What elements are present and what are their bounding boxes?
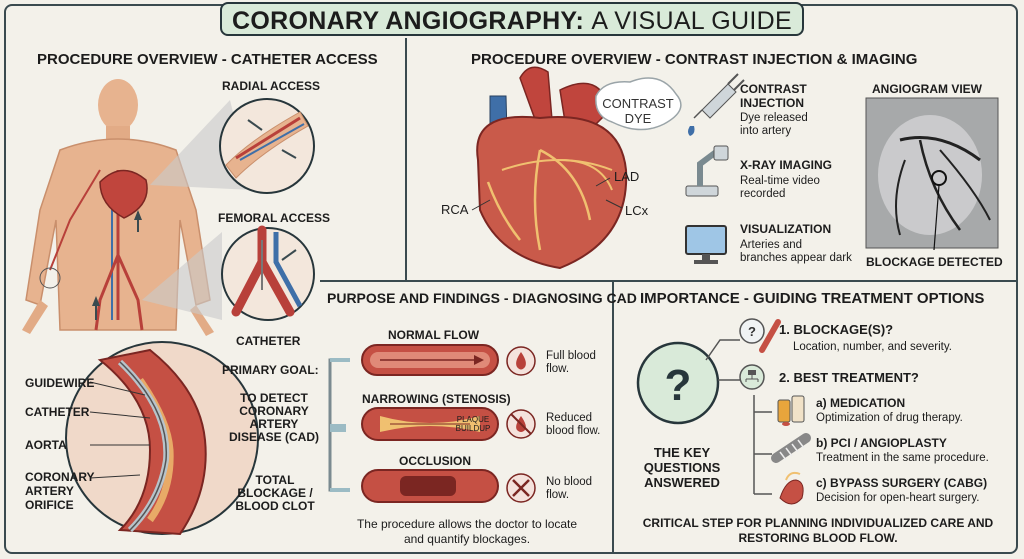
zoom-catheter-label: CATHETER [25, 405, 90, 419]
blood-drop-icon [506, 346, 536, 376]
syringe-icon [688, 73, 745, 136]
femoral-zoom [142, 225, 315, 321]
q2-title: 2. BEST TREATMENT? [779, 370, 919, 385]
radial-zoom [150, 98, 315, 194]
stent-icon [771, 433, 811, 463]
normal-flow-desc: Full blood flow. [546, 350, 596, 375]
panel3-footer: The procedure allows the doctor to locat… [356, 517, 578, 546]
q1-title: 1. BLOCKAGE(S)? [779, 322, 894, 337]
reduced-flow-icon [506, 409, 536, 439]
radial-access-label: RADIAL ACCESS [222, 79, 321, 93]
contrast-dye-cloud-text: CONTRAST DYE [602, 96, 674, 126]
occlusion-desc: No blood flow. [546, 476, 593, 501]
flow-bracket [328, 358, 350, 492]
step-visualization-title: VISUALIZATION [740, 222, 832, 236]
guidewire-label: GUIDEWIRE [25, 376, 95, 390]
panel1-heading: PROCEDURE OVERVIEW - CATHETER ACCESS [37, 51, 378, 68]
lad-label: LAD [614, 169, 640, 184]
angiogram-image [865, 97, 999, 251]
stenosis-title: NARROWING (STENOSIS) [362, 392, 511, 406]
angiogram-title: ANGIOGRAM VIEW [872, 82, 982, 96]
catheter-label: CATHETER [236, 334, 301, 348]
page-title: CORONARY ANGIOGRAPHY: A VISUAL GUIDE [220, 2, 804, 36]
vessel-stenosis [361, 407, 499, 441]
step-xray-title: X-RAY IMAGING [740, 158, 833, 172]
step-xray-desc: Real-time video recorded [740, 175, 820, 200]
monitor-icon [685, 225, 727, 264]
total-blockage-label: TOTAL BLOCKAGE / BLOOD CLOT [235, 473, 315, 513]
option-pci-title: b) PCI / ANGIOPLASTY [816, 436, 947, 450]
option-medication-title: a) MEDICATION [816, 396, 906, 410]
aorta-label: AORTA [25, 438, 67, 452]
option-medication-desc: Optimization of drug therapy. [816, 412, 963, 424]
key-questions-label: THE KEY QUESTIONS ANSWERED [643, 445, 721, 490]
vessel-occlusion [361, 469, 499, 503]
blockage-detected-label: BLOCKAGE DETECTED [866, 255, 1003, 269]
panel2-heading: PROCEDURE OVERVIEW - CONTRAST INJECTION … [471, 51, 918, 68]
divider-horizontal [320, 280, 1018, 282]
lcx-label: LCx [625, 203, 649, 218]
occlusion-title: OCCLUSION [399, 454, 471, 468]
panel4-footer: CRITICAL STEP FOR PLANNING INDIVIDUALIZE… [642, 516, 994, 545]
divider-vertical-top [405, 38, 407, 282]
step-injection-desc: Dye released into artery [740, 112, 808, 137]
svg-text:?: ? [748, 324, 756, 339]
xray-machine-icon [685, 145, 729, 197]
femoral-access-label: FEMORAL ACCESS [218, 211, 331, 225]
option-cabg-desc: Decision for open-heart surgery. [816, 492, 980, 504]
divider-vertical-bottom [612, 280, 614, 554]
heart-illustration [471, 66, 682, 270]
question-bubble: ? [636, 339, 772, 495]
plaque-buildup-label: PLAQUE BUILDUP [455, 415, 491, 433]
primary-goal-label: PRIMARY GOAL: [222, 363, 319, 377]
option-pci-desc: Treatment in the same procedure. [816, 452, 989, 464]
treatment-network-icon [739, 364, 765, 390]
bypass-graft-icon [779, 471, 804, 505]
svg-text:?: ? [665, 361, 692, 410]
aorta-zoom [65, 341, 259, 536]
rca-label: RCA [441, 202, 469, 217]
orifice-label: CORONARY ARTERY ORIFICE [25, 470, 95, 512]
stenosis-desc: Reduced blood flow. [546, 412, 601, 437]
step-injection-title: CONTRAST INJECTION [740, 82, 807, 110]
blockage-question-icon: ? [739, 318, 781, 353]
option-cabg-title: c) BYPASS SURGERY (CABG) [816, 476, 988, 490]
primary-goal-text: TO DETECT CORONARY ARTERY DISEASE (CAD) [228, 391, 319, 444]
vessel-normal [361, 344, 499, 376]
panel3-heading: PURPOSE AND FINDINGS - DIAGNOSING CAD [327, 290, 637, 306]
pill-bottles-icon [777, 395, 805, 426]
normal-flow-title: NORMAL FLOW [388, 328, 480, 342]
no-flow-icon [506, 473, 536, 503]
panel4-heading: IMPORTANCE - GUIDING TREATMENT OPTIONS [640, 290, 985, 307]
step-visualization-desc: Arteries and branches appear dark [740, 239, 852, 264]
q1-desc: Location, number, and severity. [793, 341, 952, 353]
